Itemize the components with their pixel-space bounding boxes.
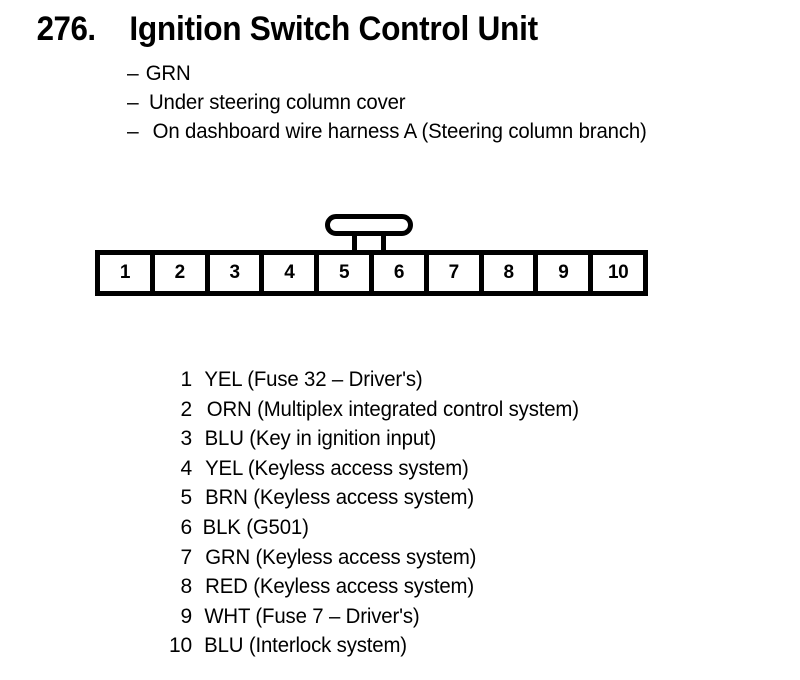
connector-pin-5: 5 xyxy=(319,255,369,291)
notes-list: – GRN – Under steering column cover – On… xyxy=(127,62,654,149)
connector-pin-1: 1 xyxy=(100,255,150,291)
connector-pin-10: 10 xyxy=(593,255,643,291)
legend-pin-number: 9 xyxy=(180,604,192,628)
legend-pin-number: 1 xyxy=(180,368,192,391)
legend-pin-number: 2 xyxy=(180,397,192,421)
legend-pin-desc: RED (Keyless access system) xyxy=(205,575,475,599)
note-text: GRN xyxy=(145,62,191,85)
legend-item: 1 YEL (Fuse 32 – Driver's) xyxy=(120,368,585,398)
connector-pin-7: 7 xyxy=(428,255,479,291)
section-number: 276. xyxy=(36,10,97,48)
pin-legend: 1 YEL (Fuse 32 – Driver's) 2 ORN (Multip… xyxy=(120,368,585,664)
legend-pin-number: 5 xyxy=(180,486,192,510)
legend-pin-desc: BRN (Keyless access system) xyxy=(205,486,475,510)
lock-tab-neck-right xyxy=(381,234,386,252)
legend-pin-number: 8 xyxy=(180,575,192,599)
legend-pin-number: 3 xyxy=(180,427,192,451)
connector-pin-8: 8 xyxy=(483,255,534,291)
legend-item: 6 BLK (G501) xyxy=(120,516,585,546)
lock-tab-neck-left xyxy=(352,234,357,252)
note-item: – Under steering column cover xyxy=(127,91,654,120)
connector-pin-6: 6 xyxy=(373,255,424,291)
connector-pin-3: 3 xyxy=(209,255,260,291)
legend-pin-desc: WHT (Fuse 7 – Driver's) xyxy=(204,604,420,628)
lock-tab-icon xyxy=(325,214,413,252)
legend-item: 4 YEL (Keyless access system) xyxy=(120,457,585,487)
connector-pin-2: 2 xyxy=(154,255,205,291)
section-title: Ignition Switch Control Unit xyxy=(129,10,539,48)
page-title: 276. Ignition Switch Control Unit xyxy=(34,10,553,49)
dash-icon: – xyxy=(127,62,139,85)
legend-item: 3 BLU (Key in ignition input) xyxy=(120,427,585,457)
legend-item: 2 ORN (Multiplex integrated control syst… xyxy=(120,398,585,428)
connector-diagram: 1 2 3 4 5 6 7 8 9 10 xyxy=(95,214,655,296)
legend-pin-desc: GRN (Keyless access system) xyxy=(205,545,477,569)
dash-icon: – xyxy=(127,120,139,143)
legend-pin-number: 6 xyxy=(180,515,192,539)
note-item: – GRN xyxy=(127,62,654,91)
legend-item: 7 GRN (Keyless access system) xyxy=(120,546,585,576)
legend-pin-desc: BLU (Interlock system) xyxy=(204,634,407,658)
dash-icon: – xyxy=(127,91,139,114)
legend-pin-desc: ORN (Multiplex integrated control system… xyxy=(206,397,579,421)
legend-pin-number: 10 xyxy=(168,634,192,658)
legend-item: 9 WHT (Fuse 7 – Driver's) xyxy=(120,605,585,635)
connector-pin-4: 4 xyxy=(264,255,315,291)
note-text: Under steering column cover xyxy=(148,91,406,114)
legend-pin-number: 7 xyxy=(180,545,192,569)
legend-item: 8 RED (Keyless access system) xyxy=(120,575,585,605)
legend-pin-desc: YEL (Keyless access system) xyxy=(205,456,469,480)
note-text: On dashboard wire harness A (Steering co… xyxy=(152,120,647,143)
note-item: – On dashboard wire harness A (Steering … xyxy=(127,120,654,149)
lock-tab-bar xyxy=(325,214,413,236)
connector-pin-9: 9 xyxy=(538,255,589,291)
legend-pin-number: 4 xyxy=(180,456,192,480)
connector-body: 1 2 3 4 5 6 7 8 9 10 xyxy=(95,250,648,296)
legend-pin-desc: BLU (Key in ignition input) xyxy=(204,427,437,451)
legend-item: 10 BLU (Interlock system) xyxy=(120,634,585,664)
legend-item: 5 BRN (Keyless access system) xyxy=(120,486,585,516)
legend-pin-desc: BLK (G501) xyxy=(202,515,309,539)
legend-pin-desc: YEL (Fuse 32 – Driver's) xyxy=(204,368,423,391)
